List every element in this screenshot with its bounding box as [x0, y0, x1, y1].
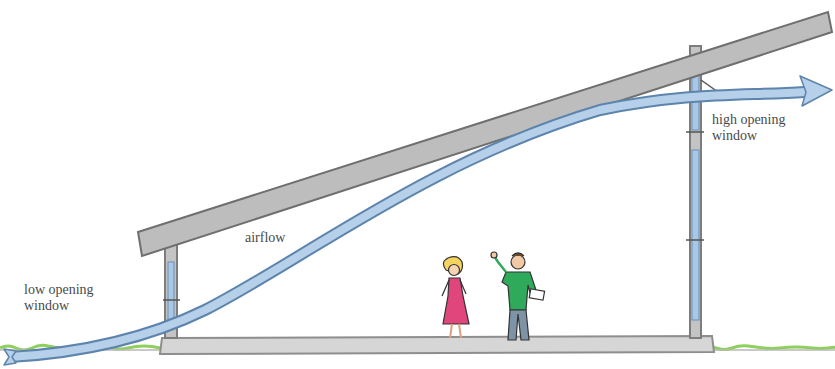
- woman-figure: [442, 257, 469, 338]
- roof-slab: [138, 12, 832, 256]
- ground-grass: [700, 346, 835, 350]
- window-label: low opening window: [24, 282, 136, 314]
- man-figure: [491, 252, 545, 340]
- right-wall: [690, 46, 701, 338]
- window-frame: [686, 131, 704, 133]
- flow-label: airflow: [245, 230, 325, 246]
- floor-slab: [160, 336, 714, 354]
- window-frame: [163, 299, 180, 301]
- airflow-arrow: [4, 76, 832, 365]
- window-frame: [686, 239, 704, 241]
- window-glass: [692, 150, 699, 320]
- low-window-glass: [168, 262, 174, 322]
- window-label: high opening window: [712, 112, 830, 144]
